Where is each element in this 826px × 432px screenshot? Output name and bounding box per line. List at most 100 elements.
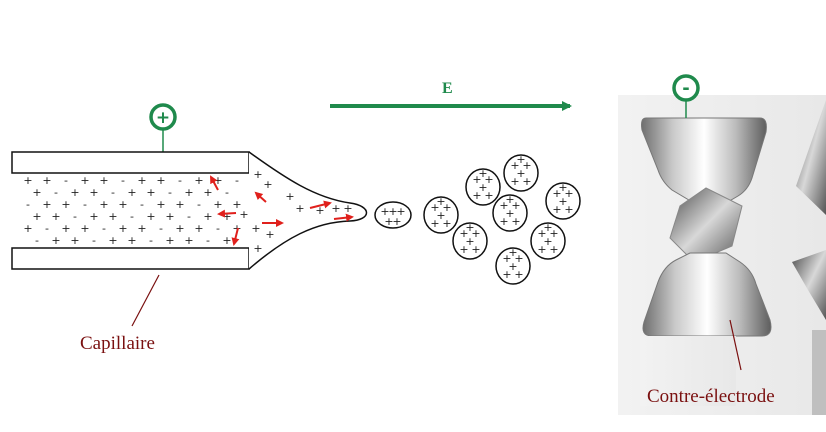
charge-glyph: - <box>92 234 96 247</box>
charge-glyph: + <box>165 210 174 223</box>
capillary-bottom-wall <box>11 247 250 270</box>
charge-glyph: + <box>265 228 274 241</box>
charge-glyph: + <box>203 210 212 223</box>
droplet: ++++++ <box>495 246 531 285</box>
charge-glyph: - <box>54 186 58 199</box>
charge-glyph: - <box>216 222 220 235</box>
charge-glyph: + <box>80 174 89 187</box>
charge-glyph: + <box>184 234 193 247</box>
charge-glyph: + <box>146 210 155 223</box>
charge-glyph: + <box>108 234 117 247</box>
droplet-charge: + <box>502 268 511 281</box>
charge-glyph: + <box>61 198 70 211</box>
charge-glyph: + <box>137 222 146 235</box>
charge-glyph: - <box>26 198 30 211</box>
droplet: ++++++ <box>465 167 501 206</box>
charge-glyph: - <box>197 198 201 211</box>
charge-glyph: - <box>225 186 229 199</box>
droplet-charge: + <box>430 201 439 214</box>
counter-electrode <box>640 100 826 415</box>
charge-glyph: + <box>23 174 32 187</box>
charge-glyph: - <box>121 174 125 187</box>
droplet-charge: + <box>505 193 514 206</box>
droplet: +++++ <box>374 201 412 229</box>
charge-glyph: + <box>80 222 89 235</box>
charge-glyph: + <box>232 198 241 211</box>
droplet-charge: + <box>549 243 558 256</box>
droplet-charge: + <box>508 260 517 273</box>
droplet-charge: + <box>465 235 474 248</box>
droplet-charge: + <box>430 217 439 230</box>
droplet-charge: + <box>471 243 480 256</box>
charge-glyph: - <box>130 210 134 223</box>
charge-glyph: + <box>42 174 51 187</box>
charge-glyph: + <box>222 234 231 247</box>
droplet-charge: + <box>522 159 531 172</box>
charge-glyph: + <box>89 186 98 199</box>
counter-electrode-leader <box>729 319 742 371</box>
droplet-charge: + <box>514 252 523 265</box>
charge-glyph: + <box>253 168 262 181</box>
droplet-charge: + <box>549 227 558 240</box>
field-label: E <box>442 80 453 97</box>
droplet-charge: + <box>552 187 561 200</box>
charge-glyph: - <box>187 210 191 223</box>
droplet-charge: + <box>478 181 487 194</box>
droplet-charge: + <box>516 153 525 166</box>
droplet-charge: + <box>510 159 519 172</box>
charge-glyph: + <box>165 234 174 247</box>
droplet-charge: + <box>564 187 573 200</box>
droplet-charge: + <box>436 209 445 222</box>
charge-glyph: + <box>127 186 136 199</box>
charge-glyph: + <box>61 222 70 235</box>
charge-glyph: - <box>102 222 106 235</box>
droplet-charge: + <box>552 203 561 216</box>
counter-electrode-label: Contre-électrode <box>647 386 775 407</box>
charges-in-capillary: ++-++-++-++-+-++-++-++--++-++-++-++++-++… <box>23 168 352 255</box>
droplet-charge: + <box>459 227 468 240</box>
charge-glyph: - <box>73 210 77 223</box>
charge-glyph: - <box>83 198 87 211</box>
charge-glyph: + <box>295 202 304 215</box>
charge-glyph: + <box>118 198 127 211</box>
charge-glyph: + <box>32 186 41 199</box>
droplet-charge: + <box>392 215 401 228</box>
charge-glyph: + <box>175 222 184 235</box>
droplet: ++++++ <box>423 195 459 234</box>
droplet-charge: + <box>499 199 508 212</box>
droplet-charge: + <box>510 175 519 188</box>
charge-glyph: - <box>178 174 182 187</box>
droplet-charge: + <box>459 243 468 256</box>
droplet-charge: + <box>384 215 393 228</box>
charge-glyph: + <box>203 186 212 199</box>
charge-glyph: + <box>70 186 79 199</box>
droplet: ++++++ <box>452 221 488 260</box>
ion-migration-arrows <box>210 175 354 246</box>
droplet-charge: + <box>499 215 508 228</box>
droplet-charge: + <box>484 189 493 202</box>
droplet-charge: + <box>537 227 546 240</box>
charge-glyph: + <box>32 210 41 223</box>
droplet: ++++++ <box>530 221 566 260</box>
droplet-charge: + <box>388 205 397 218</box>
droplet-charge: + <box>472 189 481 202</box>
charge-glyph: - <box>206 234 210 247</box>
charge-glyph: + <box>118 222 127 235</box>
droplet-charge: + <box>436 195 445 208</box>
droplet-charge: + <box>380 205 389 218</box>
charge-glyph: - <box>149 234 153 247</box>
droplet-charge: + <box>442 201 451 214</box>
droplet-charge: + <box>516 167 525 180</box>
charge-glyph: + <box>194 174 203 187</box>
charge-glyph: + <box>23 222 32 235</box>
charge-glyph: + <box>253 242 262 255</box>
charge-glyph: + <box>343 202 352 215</box>
charge-glyph: + <box>263 178 272 191</box>
droplet-charge: + <box>558 195 567 208</box>
charge-glyph: + <box>222 210 231 223</box>
droplet-charge: + <box>442 217 451 230</box>
droplet-charge: + <box>558 181 567 194</box>
charge-glyph: - <box>35 234 39 247</box>
